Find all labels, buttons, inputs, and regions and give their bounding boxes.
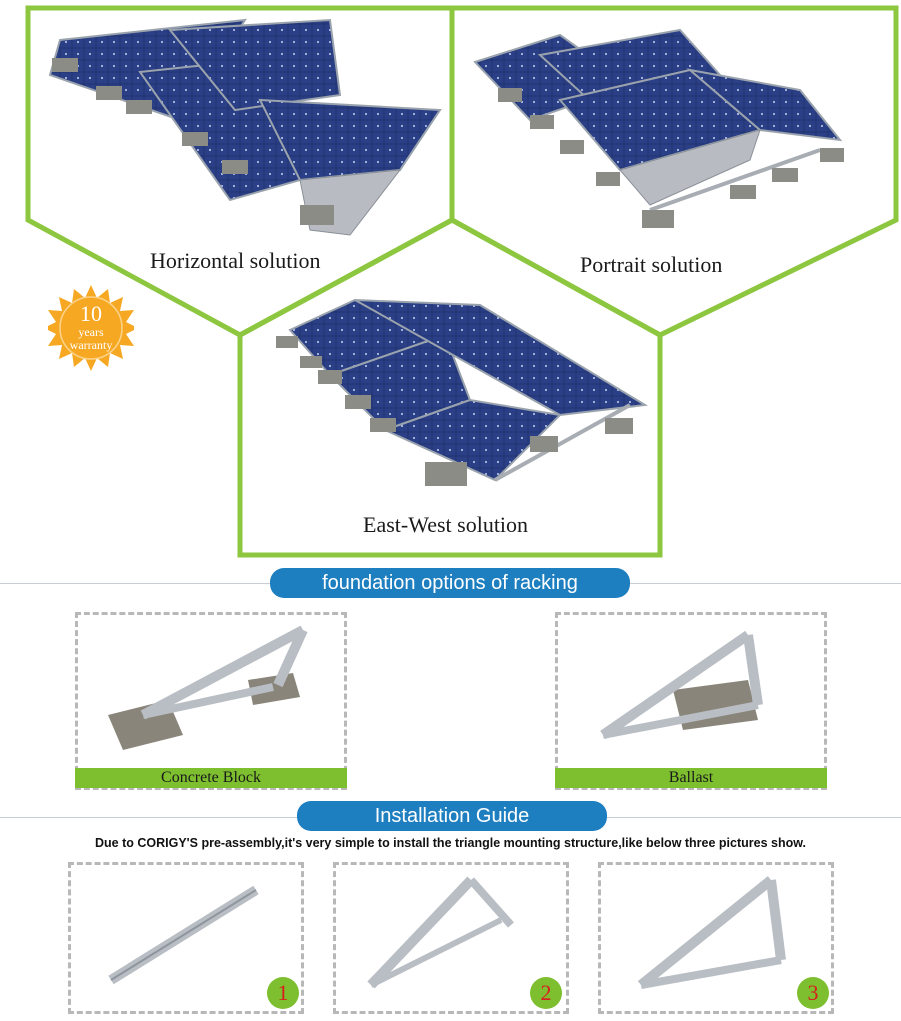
concrete-block-box xyxy=(75,612,347,790)
horizontal-array xyxy=(48,18,442,236)
step-3-box xyxy=(598,862,834,1014)
east-west-solution-label: East-West solution xyxy=(363,512,529,537)
foundation-title: foundation options of racking xyxy=(270,568,630,598)
portrait-solution-label: Portrait solution xyxy=(580,252,723,277)
step-1-number: 1 xyxy=(267,977,299,1009)
step-3-illustration xyxy=(637,876,786,989)
ballast-illustration xyxy=(600,630,763,740)
warranty-number: 10 xyxy=(80,301,102,326)
concrete-block-illustration xyxy=(108,625,308,750)
step-2-number: 2 xyxy=(530,977,562,1009)
installation-title: Installation Guide xyxy=(297,801,607,831)
warranty-unit: years xyxy=(78,325,104,339)
warranty-word: warranty xyxy=(69,338,113,352)
step-1-box xyxy=(68,862,304,1014)
ballast-box xyxy=(555,612,827,790)
step-3-number: 3 xyxy=(797,977,829,1009)
horizontal-solution-label: Horizontal solution xyxy=(150,248,321,273)
portrait-array xyxy=(473,28,844,228)
sunburst-icon xyxy=(44,285,138,371)
ballast-label: Ballast xyxy=(555,768,827,788)
solutions-frames xyxy=(25,5,899,558)
concrete-block-label: Concrete Block xyxy=(75,768,347,788)
portrait-frame xyxy=(449,5,899,338)
installation-description: Due to CORIGY'S pre-assembly,it's very s… xyxy=(95,836,806,850)
east-west-array xyxy=(276,298,649,486)
east-west-frame xyxy=(237,217,663,558)
warranty-badge: 10 years warranty xyxy=(44,285,138,371)
step-1-illustration xyxy=(108,885,259,985)
step-2-box xyxy=(333,862,569,1014)
step-2-illustration xyxy=(367,876,514,989)
